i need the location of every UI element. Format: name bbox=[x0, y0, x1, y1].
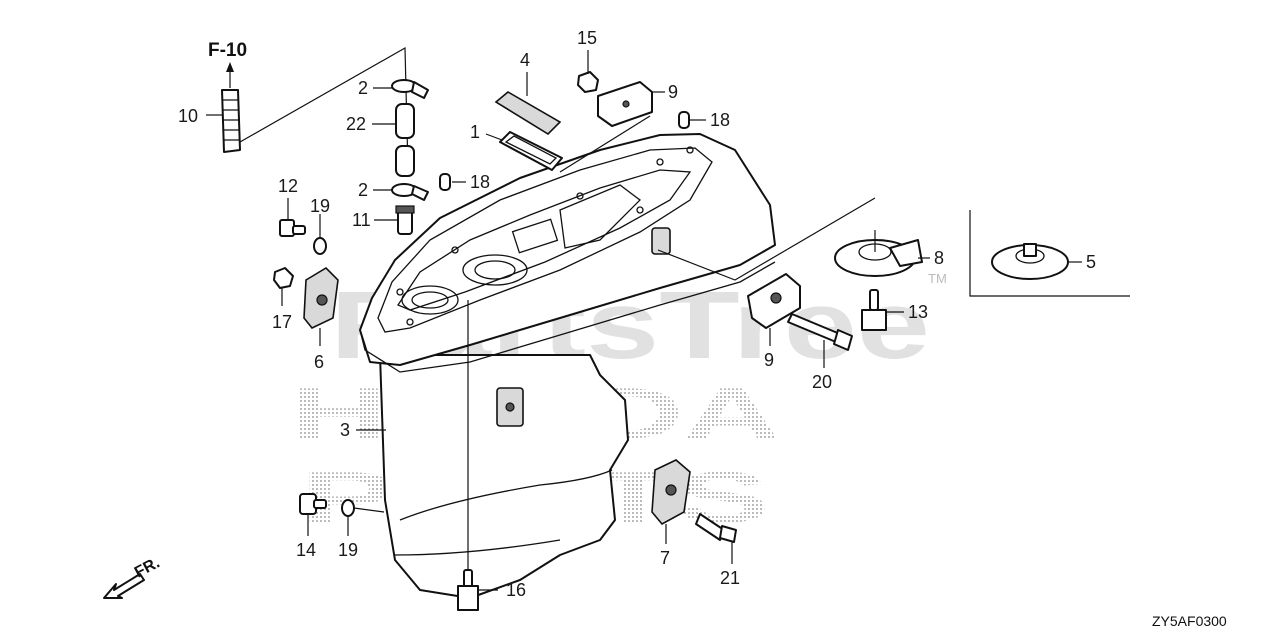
watermark-trademark: TM bbox=[928, 271, 947, 286]
callout-2-bottom: 2 bbox=[358, 180, 368, 200]
callout-12: 12 bbox=[278, 176, 298, 196]
callout-21: 21 bbox=[720, 568, 740, 588]
callout-6: 6 bbox=[314, 352, 324, 372]
callout-20: 20 bbox=[812, 372, 832, 392]
callout-4: 4 bbox=[520, 50, 530, 70]
leader-lines bbox=[206, 50, 1082, 591]
callout-14: 14 bbox=[296, 540, 316, 560]
callout-8: 8 bbox=[934, 248, 944, 268]
parts bbox=[221, 46, 1130, 611]
diagram-code: ZY5AF0300 bbox=[1152, 613, 1227, 629]
callout-2-top: 2 bbox=[358, 78, 368, 98]
callout-7: 7 bbox=[660, 548, 670, 568]
front-arrow-icon bbox=[103, 573, 145, 599]
clamp-part bbox=[391, 79, 429, 201]
hose-part bbox=[221, 62, 241, 153]
callout-13: 13 bbox=[908, 302, 928, 322]
callout-22: 22 bbox=[346, 114, 366, 134]
reference-label: F-10 bbox=[208, 40, 247, 61]
callout-3: 3 bbox=[340, 420, 350, 440]
gear-case bbox=[359, 133, 776, 599]
callout-19-bottom: 19 bbox=[338, 540, 358, 560]
callout-10: 10 bbox=[178, 106, 198, 126]
callout-9-top: 9 bbox=[668, 82, 678, 102]
callout-15: 16 bbox=[506, 580, 526, 600]
callout-9-bottom: 9 bbox=[764, 350, 774, 370]
callout-5: 5 bbox=[1086, 252, 1096, 272]
front-direction-indicator: FR. bbox=[103, 554, 163, 599]
callout-18-left: 18 bbox=[470, 172, 490, 192]
callout-labels: F-10 10 2 22 2 18 11 1 4 15 9 18 12 19 1… bbox=[178, 28, 1096, 600]
callout-16: 15 bbox=[577, 28, 597, 48]
callout-19-top: 19 bbox=[310, 196, 330, 216]
callout-11: 11 bbox=[352, 210, 371, 230]
callout-17: 17 bbox=[272, 312, 292, 332]
callout-18-right: 18 bbox=[710, 110, 730, 130]
callout-1: 1 bbox=[470, 122, 480, 142]
